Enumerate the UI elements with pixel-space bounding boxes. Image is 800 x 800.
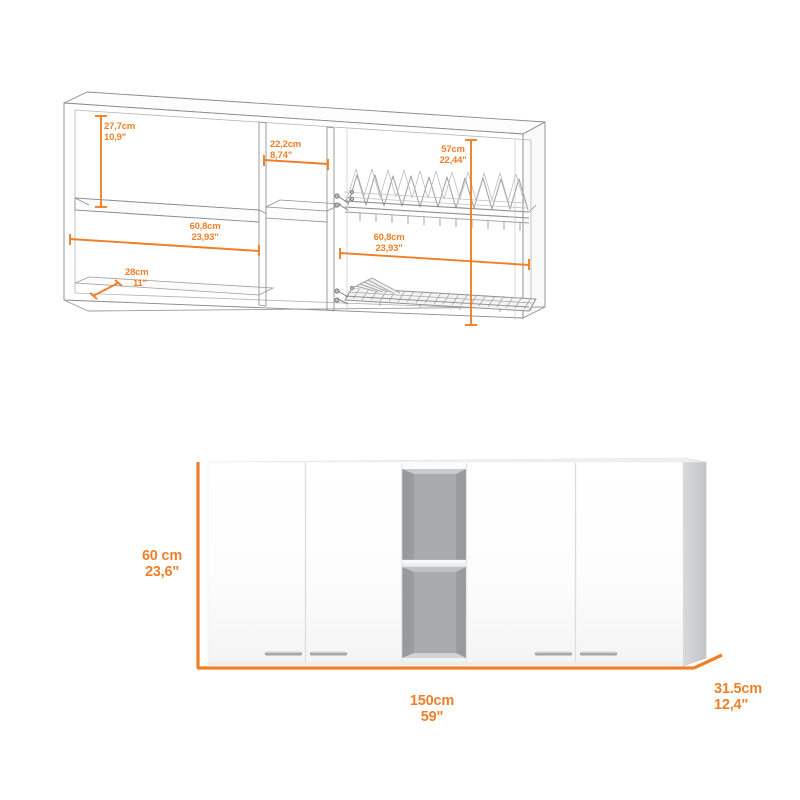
dim-label-center-upper-shelf-width: 22,2cm 8,74" (270, 139, 302, 161)
inner-back-panel (74, 109, 532, 311)
right-compartment-guides (346, 129, 516, 320)
handle-4[interactable] (579, 651, 618, 656)
handle-3[interactable] (534, 651, 573, 656)
dimension-lines (69, 115, 530, 326)
exterior-product-view: 60 cm 23,6" 150cm 59" 31.5cm 12,4" (0, 400, 800, 800)
dim-label-cabinet-height: 60 cm 23,6" (141, 548, 183, 581)
open-niche (401, 462, 467, 665)
dim-label-right-compartment-width: 60,8cm 23,93" (373, 232, 405, 254)
left-floor (74, 276, 275, 296)
dim-line-right-compartment-height (465, 139, 477, 326)
wireframe-svg (63, 91, 546, 326)
plate-rack (334, 168, 537, 231)
cabinet-handles (264, 651, 618, 656)
door-3[interactable] (466, 461, 576, 666)
center-shelf (265, 199, 342, 223)
dim-label-cabinet-width: 150cm 59" (409, 693, 455, 726)
dim-label-right-compartment-height: 57cm 22,44" (439, 144, 467, 166)
door-2[interactable] (305, 461, 403, 666)
plate-rack-bracket (334, 189, 355, 211)
handle-1[interactable] (264, 651, 303, 656)
dim-label-left-shelf-width: 60,8cm 23,93" (189, 221, 221, 243)
handle-2[interactable] (309, 651, 348, 656)
wire-drip-tray (334, 277, 537, 312)
interior-wireframe-view: 27,7cm 10,9" 22,2cm 8,74" 60,8cm 23,93" … (63, 91, 546, 326)
dim-line-right-compartment-width (339, 248, 530, 270)
dim-line-left-upper-shelf-height (95, 115, 107, 208)
niche-shelf (401, 559, 467, 572)
dim-label-left-shelf-depth: 28cm 11" (125, 267, 149, 289)
dim-line-cabinet-depth (693, 653, 723, 670)
dimension-bracket (196, 462, 723, 670)
dim-label-left-upper-shelf-height: 27,7cm 10,9" (104, 121, 136, 143)
cabinet-side-panel (682, 457, 707, 667)
cabinet-render-svg (196, 457, 723, 670)
door-4[interactable] (575, 461, 684, 666)
dim-line-center-upper-shelf-width (263, 155, 329, 170)
tray-bracket (334, 285, 355, 305)
left-shelf (74, 197, 274, 223)
cabinet-doors (207, 461, 684, 666)
dim-line-left-shelf-depth (89, 279, 123, 300)
door-1[interactable] (207, 461, 306, 666)
dim-line-left-shelf-width (69, 234, 260, 256)
dim-label-cabinet-depth: 31.5cm 12,4" (714, 681, 762, 714)
